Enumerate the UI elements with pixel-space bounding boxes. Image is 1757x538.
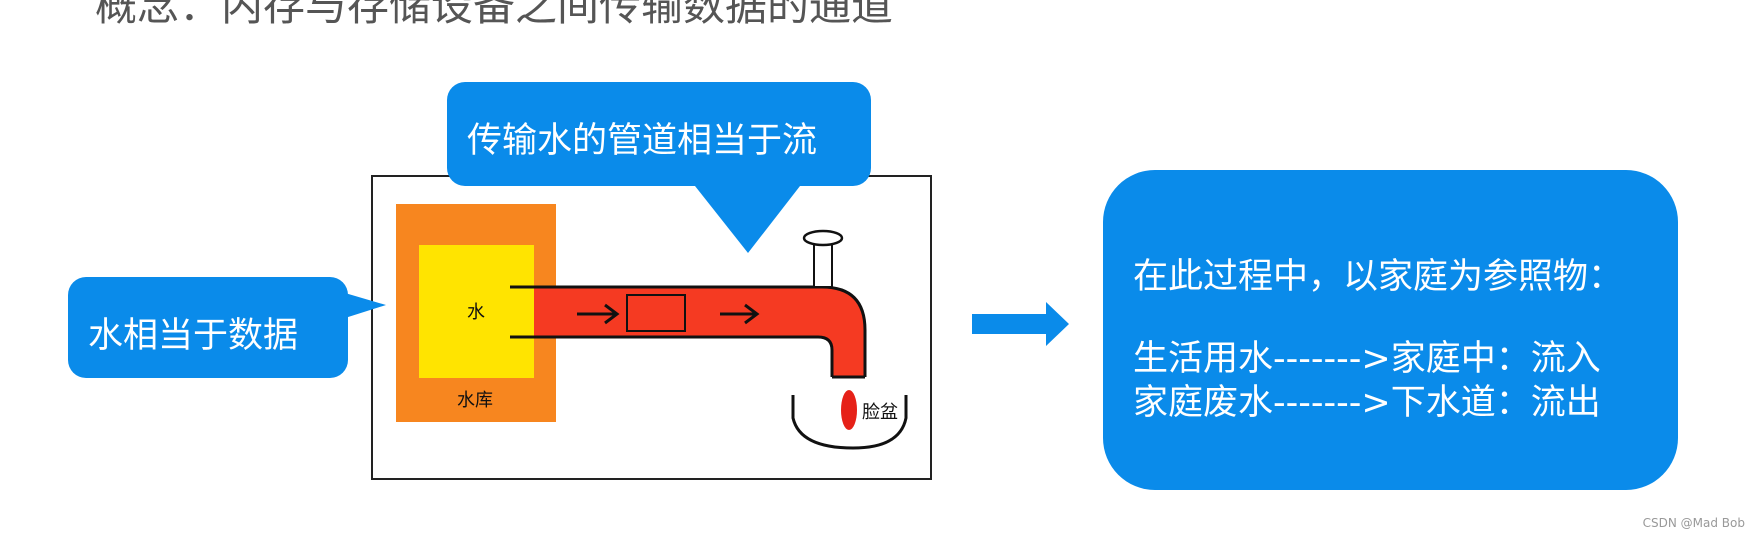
callout-pipe-text: 传输水的管道相当于流 bbox=[467, 121, 818, 161]
info-line-reference: 在此过程中，以家庭为参照物： bbox=[1133, 257, 1624, 297]
faucet-valve bbox=[802, 229, 844, 247]
flow-arrow-icon bbox=[577, 303, 620, 325]
right-arrow-icon bbox=[972, 302, 1069, 346]
info-panel: 在此过程中，以家庭为参照物： 生活用水------->家庭中：流入 家庭废水--… bbox=[1103, 170, 1678, 490]
basin-label: 脸盆 bbox=[862, 402, 898, 423]
data-packet bbox=[626, 294, 686, 332]
callout-water-text: 水相当于数据 bbox=[88, 316, 299, 356]
basin-shape bbox=[791, 395, 908, 450]
callout-water: 水相当于数据 bbox=[68, 277, 348, 378]
water-label: 水 bbox=[467, 302, 485, 323]
water-drop bbox=[841, 390, 857, 430]
callout-pipe: 传输水的管道相当于流 bbox=[447, 82, 871, 186]
pipe-shape bbox=[534, 287, 865, 377]
info-line-inflow: 生活用水------->家庭中：流入 bbox=[1133, 339, 1601, 379]
callout-pipe-tail bbox=[695, 186, 800, 253]
flow-arrow-icon bbox=[720, 303, 760, 325]
water-block bbox=[419, 245, 534, 378]
page-title: 概念：内存与存储设备之间传输数据的通道 bbox=[95, 0, 894, 30]
reservoir-label: 水库 bbox=[457, 390, 493, 411]
watermark: CSDN @Mad Bob bbox=[1642, 516, 1745, 530]
callout-water-tail bbox=[345, 293, 386, 318]
info-line-outflow: 家庭废水------->下水道：流出 bbox=[1133, 383, 1601, 423]
